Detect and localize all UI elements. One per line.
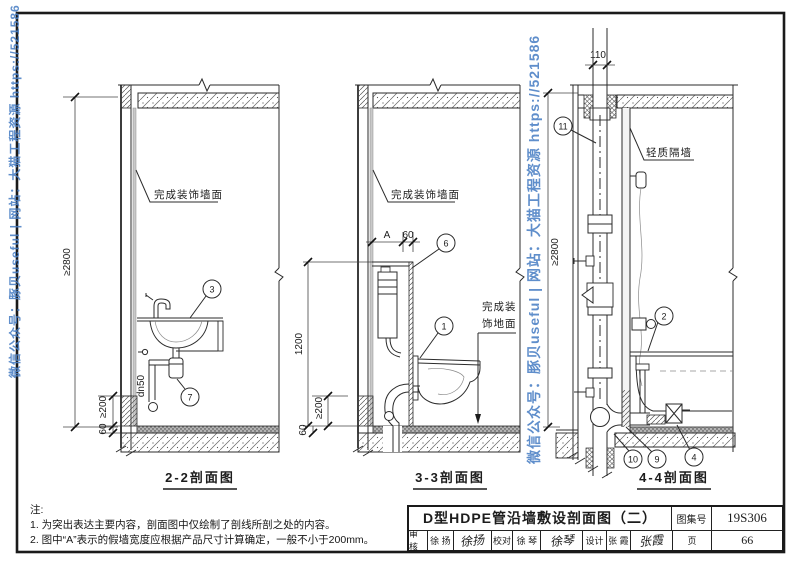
section-3-3: 完成装饰墙面 A 60 xyxy=(294,77,525,490)
wall-finish-label: 完成装饰墙面 xyxy=(391,188,460,201)
dim-sleeve: 110 xyxy=(590,50,606,61)
svg-text:9: 9 xyxy=(654,455,659,465)
bathtub xyxy=(630,351,733,425)
hdpe-stack xyxy=(573,28,650,479)
dim-a: A xyxy=(384,230,391,241)
design-signature: 张霞 xyxy=(631,530,673,550)
dim-offset: ≥200 xyxy=(314,396,325,419)
check-signature: 徐琴 xyxy=(541,530,584,550)
svg-text:2: 2 xyxy=(661,312,666,322)
atlas-number: 19S306 xyxy=(727,510,767,526)
wall-hung-toilet xyxy=(412,355,481,405)
dim-screed: 60 xyxy=(98,423,109,435)
review-name: 徐 扬 xyxy=(428,530,454,550)
wall-finish-label: 完成装饰墙面 xyxy=(154,188,223,201)
sheet-title: D型HDPE管沿墙敷设剖面图（二） xyxy=(409,507,672,530)
partition-label: 轻质隔墙 xyxy=(646,146,692,159)
dim-offset: ≥200 xyxy=(98,395,109,418)
caption-4-4: 4-4剖面图 xyxy=(639,470,709,485)
section-4-4: 110 ≥2800 xyxy=(543,28,738,490)
review-signature: 徐扬 xyxy=(454,530,492,550)
page-label: 页 xyxy=(673,530,713,550)
false-wall xyxy=(372,261,414,428)
callout-4 xyxy=(684,447,704,467)
dim-a60: 60 xyxy=(402,230,414,241)
watermark-left: 微信公众号：豚贝useful | 网站：大猫工程资源 https://52158… xyxy=(8,4,22,378)
floor-finish-label-2: 饰地面 xyxy=(482,317,517,330)
svg-text:1: 1 xyxy=(441,322,446,332)
review-label: 审核 xyxy=(409,530,428,550)
design-label: 设计 xyxy=(583,530,607,550)
section-2-2: 完成装饰墙面 ≥2800 ≥200 60 xyxy=(62,77,284,490)
page-number: 66 xyxy=(741,532,754,547)
title-block: D型HDPE管沿墙敷设剖面图（二） 图集号 19S306 审核 徐 扬 徐扬 校… xyxy=(407,505,784,552)
svg-text:6: 6 xyxy=(443,239,448,249)
svg-text:10: 10 xyxy=(628,455,638,465)
notes: 注: 1. 为突出表达主要内容，剖面图中仅绘制了剖线所剖之处的内容。 2. 图中… xyxy=(30,503,402,548)
note-line-1: 1. 为突出表达主要内容，剖面图中仅绘制了剖线所剖之处的内容。 xyxy=(30,519,336,531)
dim-height: ≥2800 xyxy=(62,248,73,276)
watermark-middle: 微信公众号：豚贝useful | 网站：大猫工程资源 https://52158… xyxy=(526,34,542,464)
svg-text:11: 11 xyxy=(558,122,567,132)
callout-9 xyxy=(647,449,667,469)
callout-1 xyxy=(434,316,454,336)
dim-height: ≥2800 xyxy=(550,238,561,266)
callout-3 xyxy=(202,279,222,299)
washbasin xyxy=(137,293,224,412)
svg-text:4: 4 xyxy=(691,453,696,463)
svg-text:3: 3 xyxy=(209,285,214,295)
atlas-number-label: 图集号 xyxy=(672,507,712,530)
check-label: 校对 xyxy=(492,530,514,550)
sheet-border xyxy=(15,11,786,554)
caption-3-3: 3-3剖面图 xyxy=(415,470,485,485)
pipe-size-label: dn50 xyxy=(136,374,147,397)
note-line-2: 2. 图中“A”表示的假墙宽度应根据产品尺寸计算确定，一般不小于200mm。 xyxy=(30,534,375,546)
callout-11 xyxy=(553,116,573,136)
callout-10 xyxy=(623,449,643,469)
shower-set xyxy=(630,171,656,387)
dim-height: 1200 xyxy=(294,332,305,355)
check-name: 徐 琴 xyxy=(513,530,542,550)
dim-screed: 60 xyxy=(298,424,309,436)
callout-6 xyxy=(436,233,456,253)
callout-2 xyxy=(654,306,674,326)
caption-2-2: 2-2剖面图 xyxy=(165,470,235,485)
notes-heading: 注: xyxy=(30,504,44,516)
floor-finish-label-1: 完成装 xyxy=(482,300,517,313)
svg-text:7: 7 xyxy=(187,393,192,403)
design-name: 张 霞 xyxy=(607,530,631,550)
callout-7 xyxy=(180,387,200,407)
